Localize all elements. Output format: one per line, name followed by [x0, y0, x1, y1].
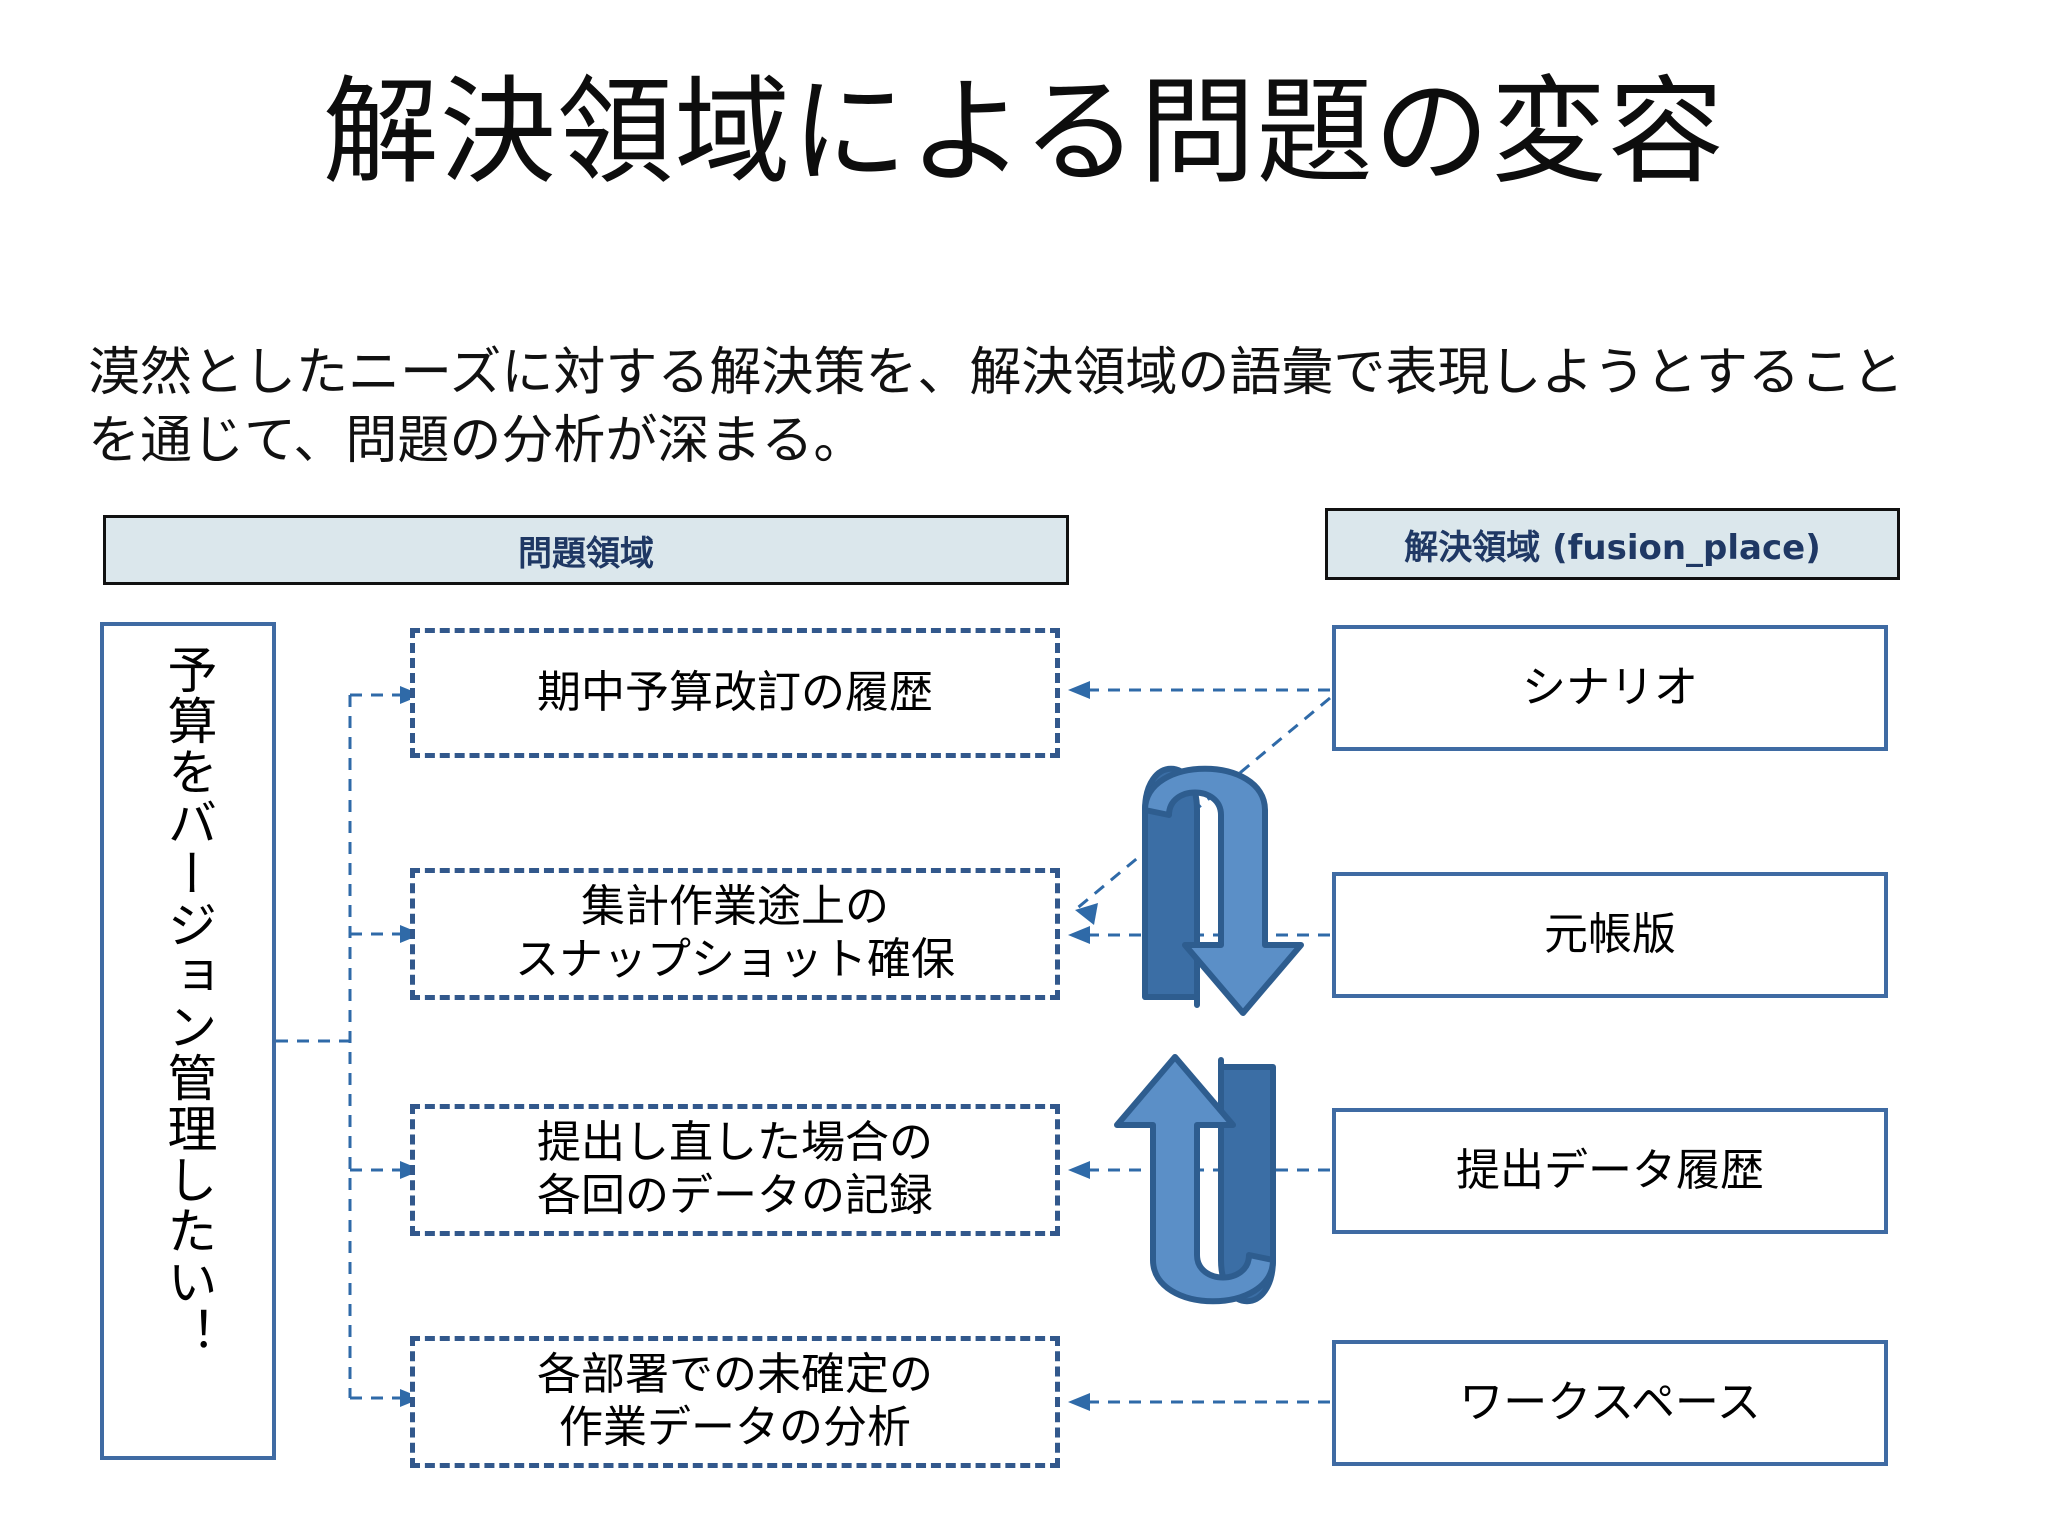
solution-box: 元帳版: [1332, 872, 1888, 998]
page-title: 解決領域による問題の変容: [322, 65, 1726, 200]
lead-paragraph: 漠然としたニーズに対する解決策を、解決領域の語彙で表現しようとすること を通じて…: [88, 340, 1978, 475]
lead-line-1: 漠然としたニーズに対する解決策を、解決領域の語彙で表現しようとすること: [88, 343, 1904, 403]
problem-box: 提出し直した場合の各回のデータの記録: [410, 1104, 1060, 1236]
lead-line-2: を通じて、問題の分析が深まる。: [88, 410, 866, 471]
header-problem-domain: 問題領域: [103, 515, 1069, 585]
circular-arrow-down-icon: [1142, 765, 1304, 1016]
problem-box: 期中予算改訂の履歴: [410, 628, 1060, 758]
solution-box: シナリオ: [1332, 625, 1888, 751]
header-solution-domain: 解決領域 (fusion_place): [1325, 508, 1900, 580]
need-label: 予算をバージョン管理したい！: [159, 644, 218, 1358]
problem-box: 集計作業途上のスナップショット確保: [410, 868, 1060, 1000]
cycle-arrows: [1114, 765, 1304, 1305]
circular-arrow-up-icon: [1114, 1054, 1276, 1305]
problem-box: 各部署での未確定の作業データの分析: [410, 1336, 1060, 1468]
solution-box: 提出データ履歴: [1332, 1108, 1888, 1234]
solution-box: ワークスペース: [1332, 1340, 1888, 1466]
need-box: 予算をバージョン管理したい！: [100, 622, 276, 1460]
